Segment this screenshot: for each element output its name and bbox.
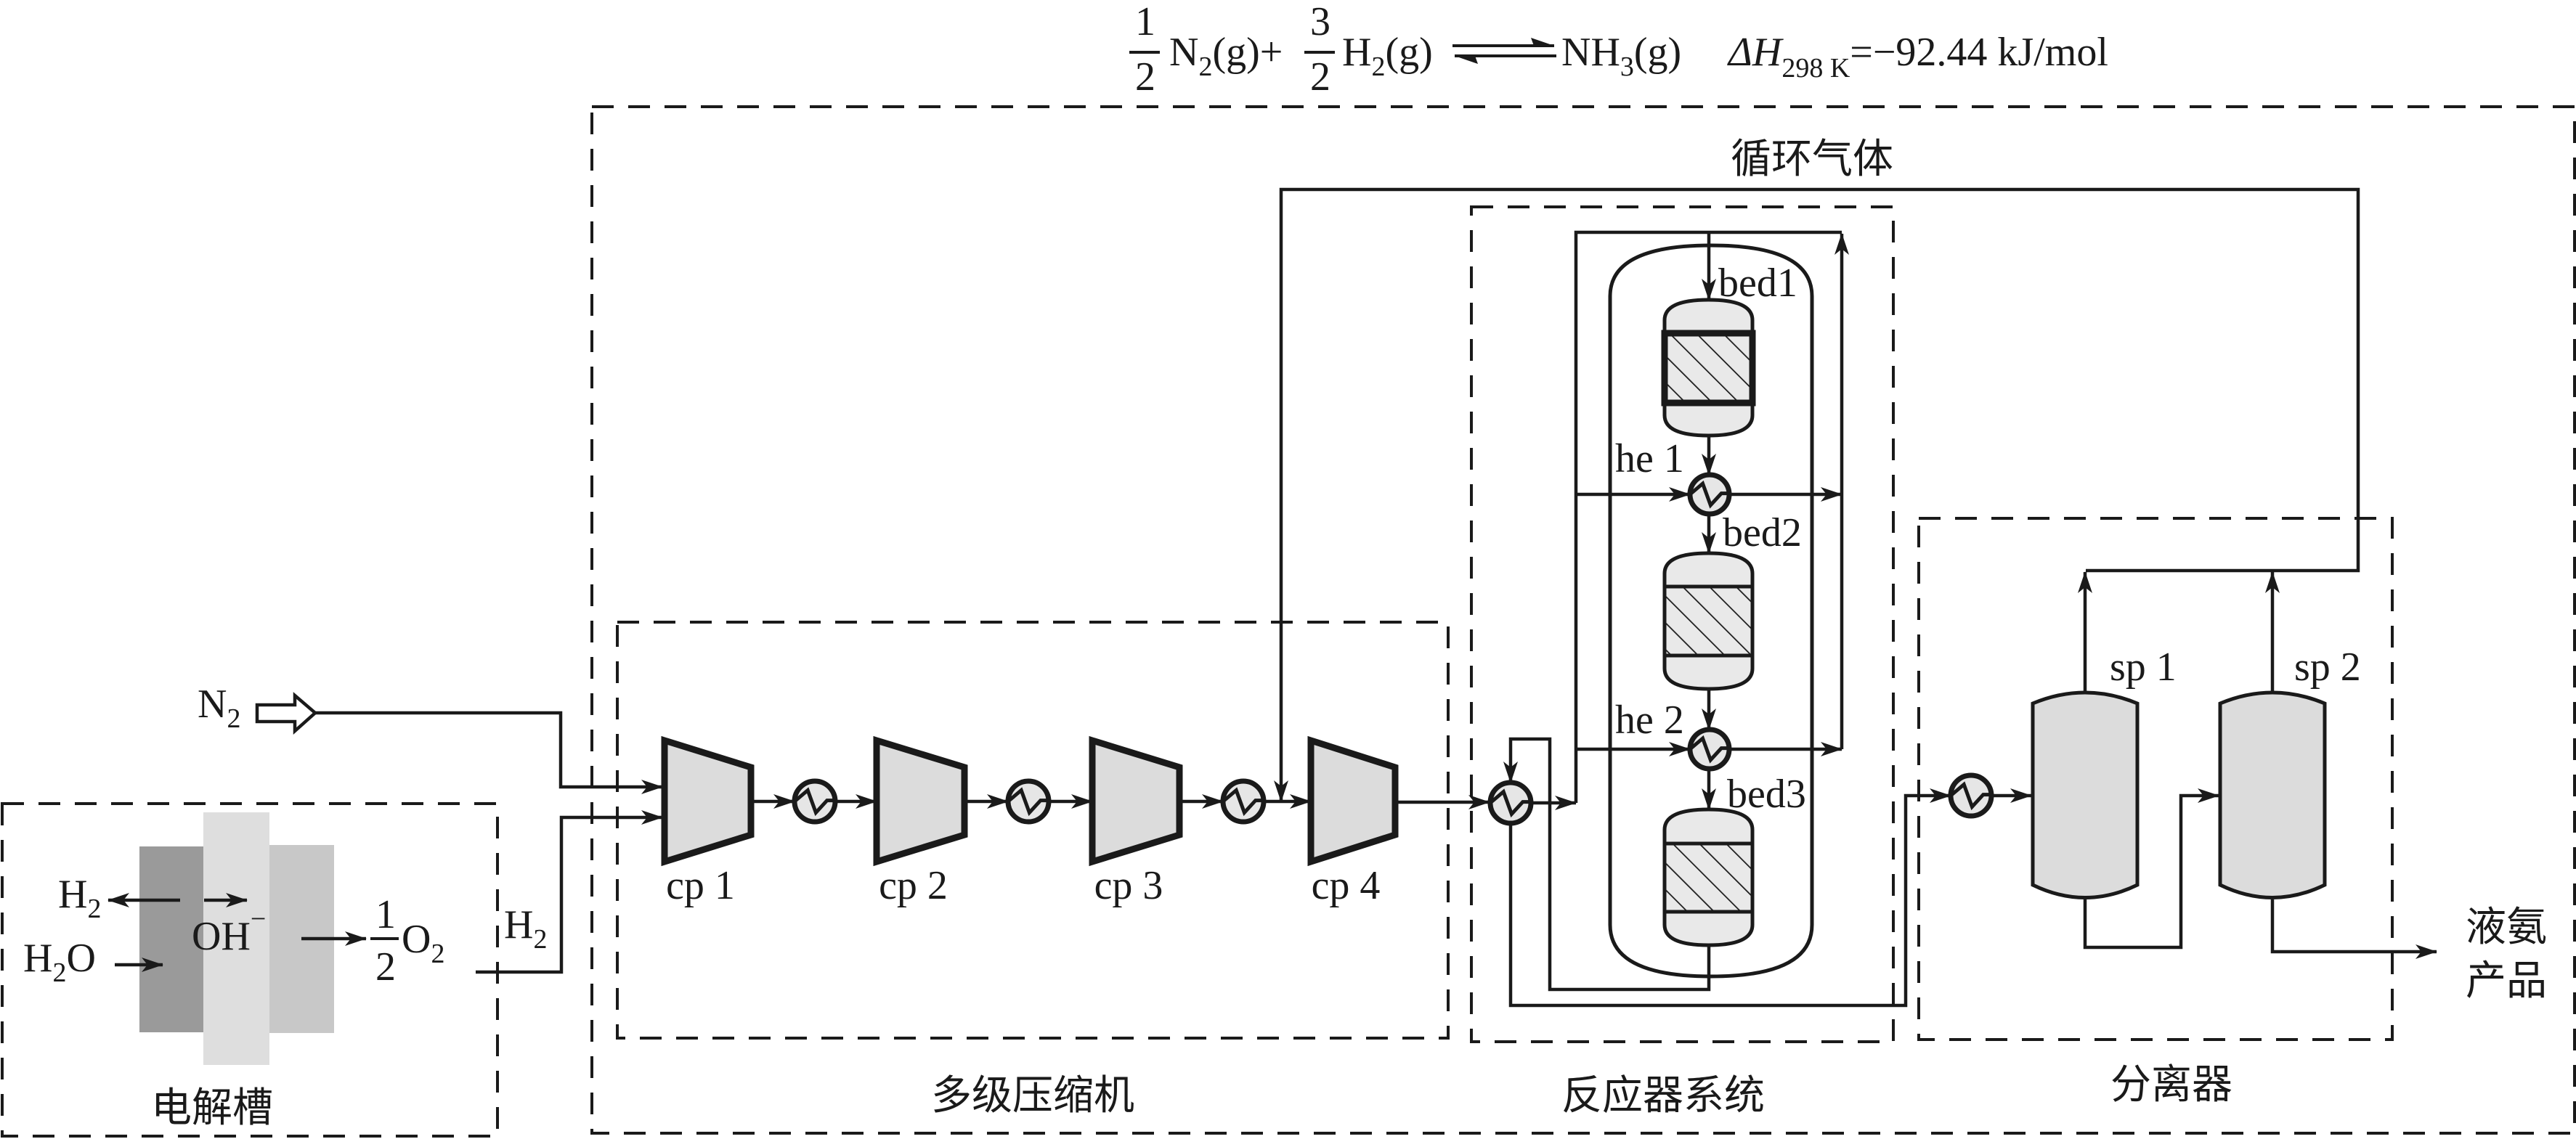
sp1-liquid-line bbox=[2083, 788, 2219, 950]
zigzag-icon bbox=[1222, 787, 1264, 817]
o2-label: O2 bbox=[402, 917, 444, 969]
sp1-label: sp 1 bbox=[2110, 645, 2177, 690]
catalyst-bed-3 bbox=[1662, 807, 1755, 947]
equilibrium-arrow-icon bbox=[1452, 38, 1556, 64]
eq-n2: N2(g)+ bbox=[1169, 30, 1283, 82]
catalyst-beds bbox=[1661, 298, 1756, 947]
catalyst-hatch bbox=[1661, 330, 1756, 407]
electrolyzer-h2o-label: H2O bbox=[23, 936, 96, 988]
zigzag-icon bbox=[793, 787, 835, 817]
bed3-out-line bbox=[1548, 803, 1711, 992]
eq-coef-n2-den: 2 bbox=[1135, 54, 1155, 99]
h2-feed-line bbox=[476, 810, 663, 974]
zigzag-icon bbox=[1489, 788, 1531, 818]
compressor-icon bbox=[1089, 735, 1183, 867]
bed2-label: bed2 bbox=[1723, 510, 1802, 555]
preheater-loop-line bbox=[1503, 737, 1552, 803]
bed1-label: bed1 bbox=[1718, 261, 1797, 306]
reaction-equation: 1 2 N2(g)+ 3 2 H2(g) NH3(g) ΔH298 K=−92.… bbox=[1129, 0, 2108, 99]
quench-left-line bbox=[1574, 230, 1842, 803]
he1-exchanger bbox=[1687, 472, 1732, 517]
zigzag-icon bbox=[1689, 735, 1729, 764]
cathode-plate bbox=[139, 846, 203, 1032]
product-label-line2: 产品 bbox=[2466, 958, 2547, 1005]
compressor-3: cp 3 bbox=[1089, 735, 1183, 908]
electrolyzer-h2-label: H2 bbox=[58, 872, 101, 924]
electrolyzer-boundary bbox=[1, 802, 499, 1138]
eq-coef-h2-den: 2 bbox=[1310, 54, 1330, 99]
separator-1-vessel bbox=[2031, 690, 2140, 899]
catalyst-bed-1 bbox=[1661, 298, 1756, 438]
zigzag-icon bbox=[1949, 781, 1991, 811]
separator-title: 分离器 bbox=[2110, 1061, 2232, 1109]
intercooler-2 bbox=[1005, 778, 1052, 825]
he1-label: he 1 bbox=[1615, 436, 1684, 481]
catalyst-bed-2 bbox=[1662, 551, 1755, 691]
separator-cooler bbox=[1948, 772, 1994, 819]
separator-2-vessel bbox=[2218, 690, 2327, 899]
catalyst-hatch bbox=[1662, 841, 1755, 914]
compressor-label: cp 2 bbox=[879, 863, 948, 908]
electrolyzer-title: 电解槽 bbox=[151, 1085, 273, 1132]
membrane-plate bbox=[203, 812, 269, 1065]
intercooler-3 bbox=[1220, 778, 1267, 825]
he2-label: he 2 bbox=[1615, 698, 1684, 743]
compressor-label: cp 1 bbox=[666, 863, 735, 908]
product-line bbox=[2270, 899, 2437, 959]
zigzag-icon bbox=[1689, 480, 1729, 509]
eq-coef-n2-num: 1 bbox=[1135, 0, 1155, 44]
compressor-boundary bbox=[616, 621, 1450, 1040]
he2-exchanger bbox=[1687, 727, 1732, 772]
reactor-boundary bbox=[1470, 205, 1895, 1043]
intercooler-1 bbox=[792, 778, 838, 825]
catalyst-hatch bbox=[1662, 584, 1755, 658]
compressor-1: cp 1 bbox=[661, 735, 755, 908]
feed-effluent-exchanger bbox=[1487, 780, 1534, 826]
zigzag-icon bbox=[1007, 787, 1049, 817]
oh-ion-label: OH− bbox=[192, 904, 266, 959]
eq-h2: H2(g) bbox=[1342, 30, 1433, 82]
recycle-gas-label: 循环气体 bbox=[1731, 136, 1893, 183]
reactor-effluent-line bbox=[1508, 788, 1951, 1008]
n2-feed-label: N2 bbox=[198, 682, 240, 734]
compressor-label: cp 4 bbox=[1312, 863, 1381, 908]
product-label-line1: 液氨 bbox=[2466, 904, 2547, 951]
outer-plant-boundary bbox=[590, 105, 2576, 1135]
recycle-gas-line bbox=[1274, 187, 2360, 802]
compressor-label: cp 3 bbox=[1094, 863, 1163, 908]
sp2-label: sp 2 bbox=[2294, 645, 2361, 690]
separator-boundary bbox=[1917, 517, 2394, 1041]
separator-vessels bbox=[2031, 690, 2327, 899]
reactor-title: 反应器系统 bbox=[1561, 1072, 1765, 1119]
compressor-train: cp 1 cp 2 cp 3 cp 4 bbox=[661, 735, 1399, 908]
heat-exchangers bbox=[1487, 472, 1994, 826]
compressor-title: 多级压缩机 bbox=[931, 1072, 1134, 1119]
o2-coef-den: 2 bbox=[375, 944, 396, 989]
compressor-4: cp 4 bbox=[1307, 735, 1399, 908]
compressor-icon bbox=[873, 735, 968, 867]
eq-coef-h2-num: 3 bbox=[1310, 0, 1330, 44]
compressor-2: cp 2 bbox=[873, 735, 968, 908]
bed3-label: bed3 bbox=[1727, 772, 1806, 817]
n2-feed-line bbox=[315, 711, 663, 794]
compressor-icon bbox=[661, 735, 755, 867]
converter-shell bbox=[1608, 243, 1814, 979]
o2-coef-num: 1 bbox=[375, 892, 396, 937]
compressor-icon bbox=[1307, 735, 1399, 867]
eq-enthalpy: ΔH298 K=−92.44 kJ/mol bbox=[1727, 30, 2108, 83]
n2-feed-arrow-icon bbox=[255, 692, 318, 735]
h2-feed-label: H2 bbox=[504, 902, 547, 955]
eq-nh3: NH3(g) bbox=[1561, 30, 1681, 82]
